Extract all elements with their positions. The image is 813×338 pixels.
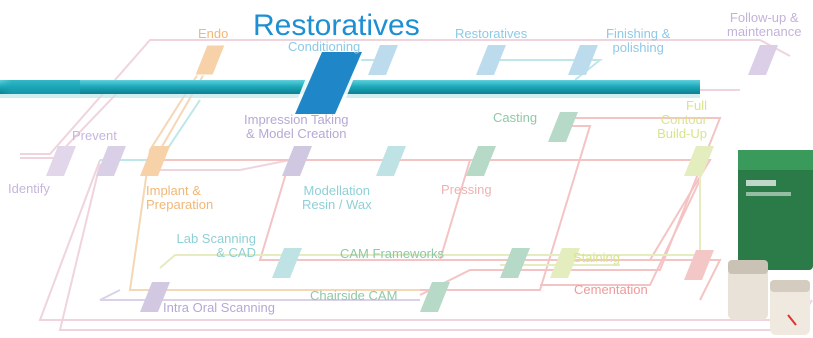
node-modellation — [376, 146, 406, 176]
node-conditioning — [368, 45, 398, 75]
node-pressing — [466, 146, 496, 176]
node-restoratives-small — [476, 45, 506, 75]
label-pressing: Pressing — [441, 182, 492, 197]
node-prevent — [96, 146, 126, 176]
page-title: Restoratives — [253, 9, 420, 42]
node-chairside — [420, 282, 450, 312]
label-lab-scanning: Lab Scanning & CAD — [176, 231, 256, 260]
product-image — [728, 150, 813, 335]
node-identify — [46, 146, 76, 176]
label-full-contour: Full Contour Build-Up — [657, 98, 707, 141]
node-intra-oral — [140, 282, 170, 312]
label-finishing: Finishing & polishing — [606, 26, 671, 55]
label-follow-up: Follow-up & maintenance — [727, 10, 802, 39]
label-restoratives-small: Restoratives — [455, 26, 528, 41]
label-endo: Endo — [198, 26, 229, 41]
label-identify: Identify — [8, 181, 50, 196]
red-path-lines — [150, 117, 722, 301]
node-cementation — [684, 250, 714, 280]
node-follow-up — [748, 45, 778, 75]
node-restoratives-highlight — [290, 48, 366, 118]
node-full-contour — [684, 146, 714, 176]
label-modellation: Modellation Resin / Wax — [302, 183, 372, 212]
label-impression: Impression Taking & Model Creation — [244, 112, 349, 141]
node-lab-scanning — [272, 248, 302, 278]
node-endo — [194, 44, 226, 76]
label-prevent: Prevent — [72, 128, 117, 143]
node-cam-frameworks — [500, 248, 530, 278]
node-casting — [548, 112, 578, 142]
label-intra-oral: Intra Oral Scanning — [163, 300, 276, 315]
label-cam-frameworks: CAM Frameworks — [340, 246, 445, 261]
node-impression — [282, 146, 312, 176]
label-cementation: Cementation — [574, 282, 648, 297]
node-staining — [550, 248, 580, 278]
purple-path-lines — [99, 289, 420, 301]
label-implant: Implant & Preparation — [146, 183, 214, 212]
label-staining: Staining — [573, 250, 620, 265]
label-casting: Casting — [493, 110, 538, 125]
label-conditioning: Conditioning — [288, 39, 361, 54]
node-implant — [140, 146, 170, 176]
node-finishing — [568, 45, 598, 75]
label-chairside: Chairside CAM — [310, 288, 398, 303]
